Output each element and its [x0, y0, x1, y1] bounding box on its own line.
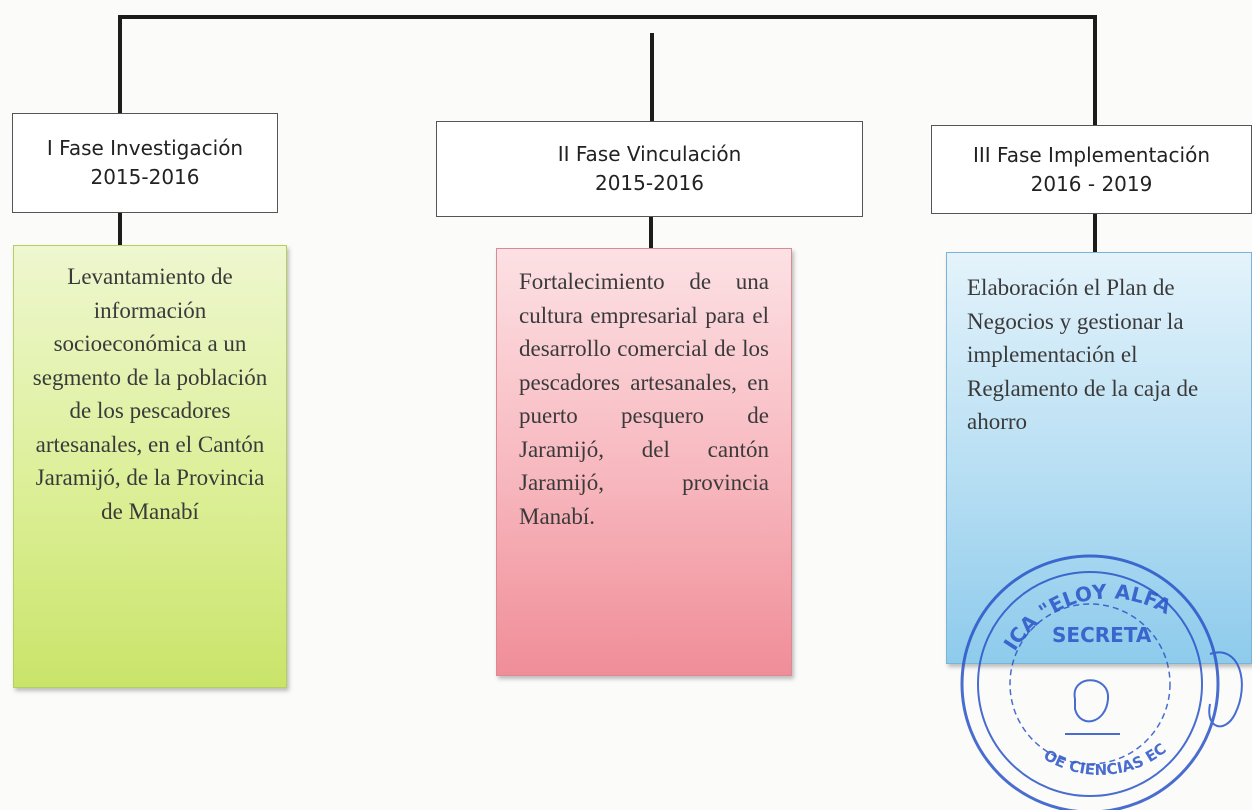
- phase-1-description: Levantamiento de información socioeconóm…: [32, 264, 268, 524]
- phase-3-description: Elaboración el Plan de Negocios y gestio…: [967, 275, 1199, 434]
- phase-2-description: Fortalecimiento de una cultura empresari…: [519, 269, 769, 529]
- phase-1-years: 2015-2016: [90, 165, 200, 189]
- phase-2-years: 2015-2016: [594, 171, 704, 195]
- seal-text-bottom: OE CIENCIAS EC: [1041, 740, 1170, 779]
- connector-left-to-card: [118, 212, 122, 245]
- connector-left-drop: [118, 15, 122, 115]
- secretary-seal-stamp: ICA "ELOY ALFA SECRETA OE CIENCIAS EC: [960, 554, 1243, 810]
- connector-horizontal: [119, 15, 1096, 19]
- connector-right-drop: [1093, 15, 1097, 128]
- phase-3-title: III Fase Implementación: [972, 142, 1211, 167]
- phase-1-box: I Fase Investigación 2015-2016: [12, 113, 278, 213]
- connector-center-drop: [650, 33, 654, 123]
- phase-2-box: II Fase Vinculación 2015-2016: [436, 121, 863, 217]
- phase-3-box: III Fase Implementación 2016 - 2019: [931, 125, 1252, 214]
- svg-text:OE CIENCIAS EC: OE CIENCIAS EC: [1041, 740, 1170, 779]
- connector-center-to-card: [649, 216, 653, 248]
- phase-2-title: II Fase Vinculación: [557, 142, 742, 166]
- phase-3-years: 2016 - 2019: [1030, 171, 1153, 196]
- phase-1-description-card: Levantamiento de información socioeconóm…: [13, 245, 287, 688]
- phase-2-description-card: Fortalecimiento de una cultura empresari…: [496, 248, 792, 676]
- seal-text-middle: SECRETA: [1052, 623, 1152, 647]
- connector-right-to-card: [1093, 213, 1097, 252]
- phase-1-title: I Fase Investigación: [46, 136, 244, 160]
